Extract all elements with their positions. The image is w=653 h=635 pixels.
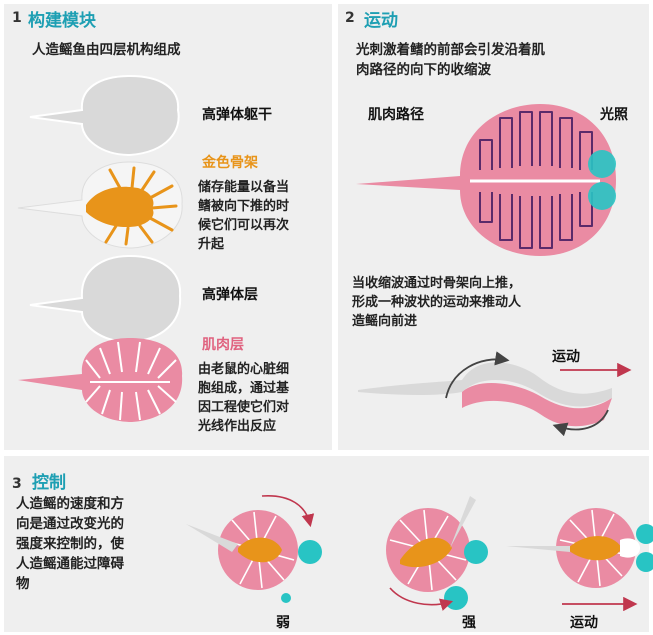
label-light: 光照 <box>600 104 628 124</box>
panel3-text-line: 物 <box>16 574 124 594</box>
layer-label-elastomer: 高弹体层 <box>202 284 258 304</box>
skeleton-desc-line: 升起 <box>198 235 289 254</box>
muscle-desc-line: 胞组成，通过基 <box>198 379 289 398</box>
label-strong: 强 <box>462 612 476 632</box>
layer-label-muscle: 肌肉层 <box>202 334 244 354</box>
muscle-desc-line: 光线作出反应 <box>198 417 289 436</box>
layer-elastomer <box>30 256 180 342</box>
panel1-subtitle: 人造鳐鱼由四层机构组成 <box>32 40 181 60</box>
muscle-path-disc <box>356 104 616 256</box>
label-weak: 弱 <box>276 612 290 632</box>
panel3-text-line: 人造鳐通能过障碍 <box>16 554 124 574</box>
panel2-second-line: 造鳐向前进 <box>352 312 521 331</box>
muscle-desc-line: 由老鼠的心脏细 <box>198 360 289 379</box>
panel2-title: 运动 <box>364 6 398 31</box>
panel2-second-line: 当收缩波通过时骨架向上推， <box>352 274 521 293</box>
layer-label-gold-skeleton: 金色骨架 <box>202 152 258 172</box>
control-forward-motion <box>506 508 653 604</box>
panel2-intro-line: 光刺激着鳍的前部会引发沿着肌 <box>356 40 545 60</box>
label-motion-panel2: 运动 <box>552 346 580 366</box>
skeleton-desc: 储存能量以备当 鳍被向下推的时 候它们可以再次 升起 <box>198 178 289 254</box>
control-weak-light <box>186 496 322 603</box>
panel3-number: 3 <box>12 476 22 492</box>
panel2-number: 2 <box>345 10 355 26</box>
panel2-intro-line: 肉路径的向下的收缩波 <box>356 60 545 80</box>
panel2-second-text: 当收缩波通过时骨架向上推， 形成一种波状的运动来推动人 造鳐向前进 <box>352 274 521 331</box>
wave-motion-illustration <box>358 359 628 429</box>
panel3-text-line: 向是通过改变光的 <box>16 514 124 534</box>
panel3-text-line: 人造鳐的速度和方 <box>16 494 124 514</box>
panel3-text: 人造鳐的速度和方 向是通过改变光的 强度来控制的，使 人造鳐通能过障碍 物 <box>16 494 124 594</box>
label-muscle-path: 肌肉路径 <box>368 104 424 124</box>
layer-gold-skeleton <box>18 162 182 248</box>
layer-label-elastomer-body: 高弹体躯干 <box>202 104 272 124</box>
panel1-title: 构建模块 <box>28 6 96 31</box>
skeleton-desc-line: 鳍被向下推的时 <box>198 197 289 216</box>
panel2-second-line: 形成一种波状的运动来推动人 <box>352 293 521 312</box>
layer-elastomer-body <box>30 76 179 155</box>
muscle-desc: 由老鼠的心脏细 胞组成，通过基 因工程使它们对 光线作出反应 <box>198 360 289 436</box>
layer-muscle <box>18 338 182 422</box>
skeleton-desc-line: 储存能量以备当 <box>198 178 289 197</box>
control-strong-light <box>386 496 488 610</box>
skeleton-desc-line: 候它们可以再次 <box>198 216 289 235</box>
panel3-title: 控制 <box>32 468 66 493</box>
panel2-intro: 光刺激着鳍的前部会引发沿着肌 肉路径的向下的收缩波 <box>356 40 545 80</box>
label-motion-panel3: 运动 <box>570 612 598 632</box>
panel3-text-line: 强度来控制的，使 <box>16 534 124 554</box>
muscle-desc-line: 因工程使它们对 <box>198 398 289 417</box>
panel1-number: 1 <box>12 10 22 26</box>
